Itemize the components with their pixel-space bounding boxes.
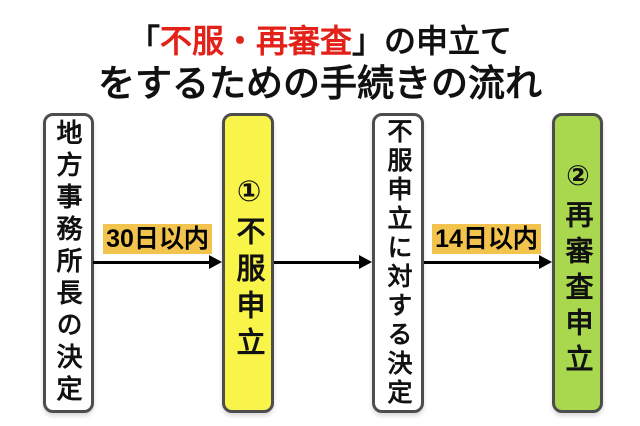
title-line-1: 「不服・再審査」の申立て — [10, 20, 630, 63]
box-objection-filing: ①不服申立 — [222, 113, 274, 413]
arrow-1-line — [93, 261, 210, 264]
arrow-1-head-icon — [209, 255, 222, 269]
title-bracket-close: 」 — [352, 23, 385, 59]
deadline-label-30-days: 30日以内 — [103, 224, 212, 254]
page-title: 「不服・再審査」の申立て をするための手続きの流れ — [10, 20, 630, 105]
box-decision-on-objection-label: 不服申立に対する決定 — [384, 118, 412, 408]
arrow-2-line — [274, 261, 360, 264]
deadline-label-14-days: 14日以内 — [432, 224, 541, 254]
box-reexamination-filing-label: ②再審査申立 — [562, 158, 594, 380]
title-bracket-open: 「 — [127, 23, 160, 59]
box-reexamination-filing: ②再審査申立 — [552, 113, 603, 413]
arrow-2-head-icon — [359, 255, 372, 269]
arrow-3-head-icon — [539, 255, 552, 269]
box-district-office-decision: 地方事務所長の決定 — [43, 113, 94, 413]
box-objection-filing-label: ①不服申立 — [232, 174, 264, 364]
arrow-3-line — [424, 261, 540, 264]
box-decision-on-objection: 不服申立に対する決定 — [372, 113, 424, 413]
title-line1-suffix: の申立て — [384, 23, 513, 59]
box-district-office-decision-label: 地方事務所長の決定 — [53, 119, 83, 407]
title-line-2: をするための手続きの流れ — [98, 63, 542, 104]
title-emphasis-red: 不服・再審査 — [159, 23, 352, 59]
